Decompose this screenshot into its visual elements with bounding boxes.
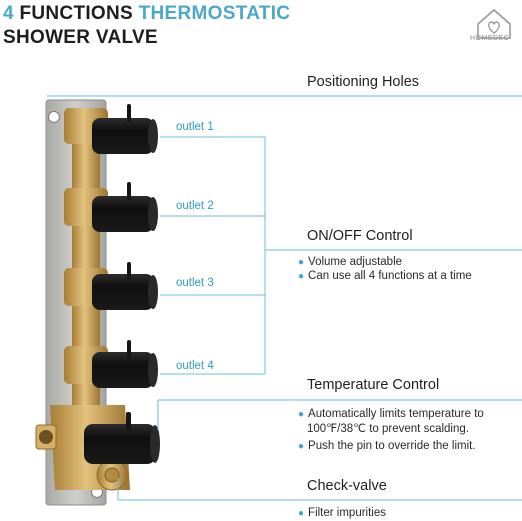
knob-outlet-3	[92, 262, 158, 310]
outlet-label-4: outlet 4	[176, 360, 214, 372]
onoff-heading: ON/OFF Control	[307, 228, 413, 244]
onoff-bullet-1: ●Volume adjustable	[298, 256, 403, 268]
page-title: 4 FUNCTIONS THERMOSTATIC SHOWER VALVE	[3, 2, 290, 50]
knob-outlet-1	[92, 104, 158, 154]
positioning-holes-heading: Positioning Holes	[307, 74, 420, 90]
outlet-label-2: outlet 2	[176, 200, 214, 212]
temperature-heading: Temperature Control	[307, 377, 440, 393]
temperature-bullet-1: ●Automatically limits temperature to	[298, 408, 484, 420]
title-thermostatic: THERMOSTATIC	[138, 3, 291, 24]
bullet-dot-icon: ●	[298, 257, 305, 268]
bullet-dot-icon: ●	[298, 508, 305, 519]
outlet-label-1: outlet 1	[176, 121, 214, 133]
knob-outlet-2	[92, 182, 158, 232]
checkvalve-bullet-1: ●Filter impurities	[298, 507, 387, 519]
home-heart-logo-icon	[477, 8, 511, 39]
bullet-dot-icon: ●	[298, 271, 305, 282]
checkvalve-heading: Check-valve	[307, 478, 387, 494]
title-line2: SHOWER VALVE	[3, 27, 158, 48]
positioning-hole-top	[48, 111, 60, 123]
bullet-dot-icon: ●	[298, 441, 305, 452]
knob-outlet-4	[92, 340, 158, 388]
knob-temperature	[84, 412, 160, 464]
logo-text: HOMEDEC	[470, 35, 510, 42]
outlet-label-3: outlet 3	[176, 277, 214, 289]
onoff-bullet-2: ●Can use all 4 functions at a time	[298, 270, 472, 282]
temperature-bullet-2: ●Push the pin to override the limit.	[298, 440, 476, 452]
title-number: 4	[3, 3, 14, 24]
bullet-dot-icon: ●	[298, 409, 305, 420]
title-functions: FUNCTIONS	[19, 3, 133, 24]
temperature-bullet-1-cont: 100℉/38℃ to prevent scalding.	[307, 423, 469, 435]
leader-lines	[47, 95, 522, 501]
